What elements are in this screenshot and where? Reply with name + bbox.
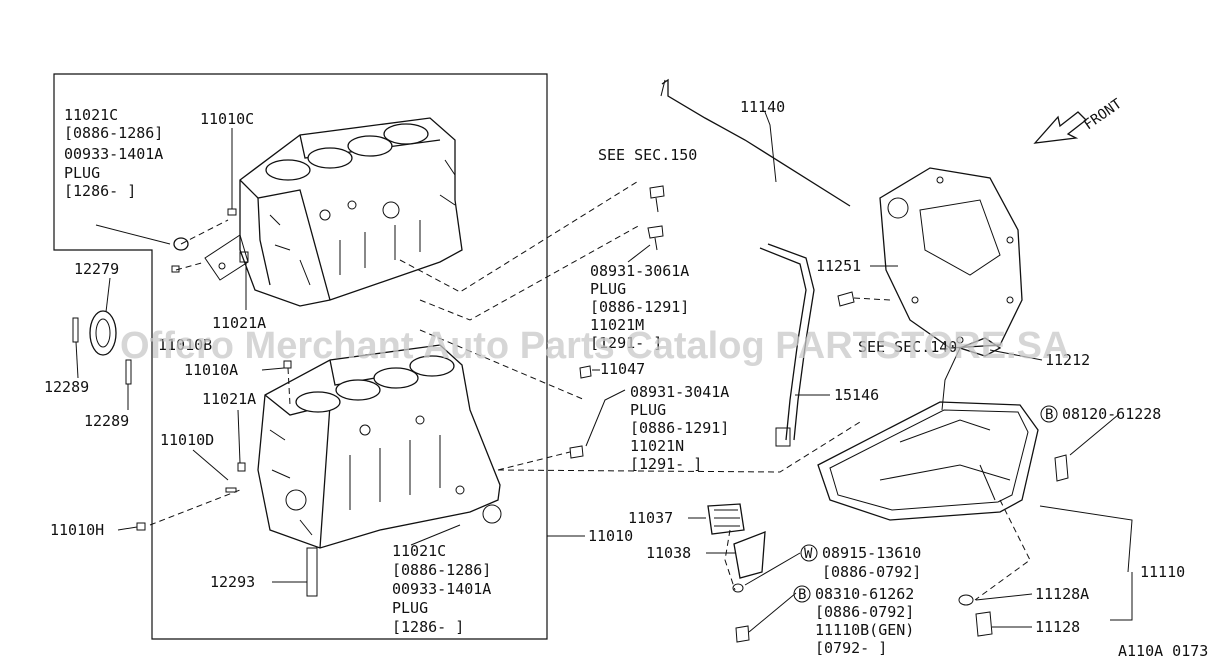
label-see-sec150: SEE SEC.150 bbox=[598, 146, 697, 164]
label-08310-61262: 08310-61262 bbox=[815, 585, 914, 603]
label-date-1286-top: [1286- ] bbox=[64, 182, 136, 200]
oil-pan bbox=[817, 401, 1039, 521]
label-11110: 11110 bbox=[1140, 563, 1185, 581]
label-plug-bot: PLUG bbox=[392, 599, 428, 617]
circle-b1-letter: B bbox=[1045, 407, 1053, 423]
circle-b2-letter: B bbox=[798, 587, 806, 603]
label-date-0886-1291-a: [0886-1291] bbox=[590, 298, 689, 316]
label-11021c-top: 11021C bbox=[64, 106, 118, 124]
label-11010h: 11010H bbox=[50, 521, 104, 539]
circle-w-letter: W bbox=[804, 546, 813, 562]
callout-box-outline bbox=[53, 73, 548, 640]
label-11010b: 11010B bbox=[158, 336, 212, 354]
strainer-parts bbox=[707, 337, 1002, 579]
watermark-text: Offero Merchant Auto Parts Catalog PARTS… bbox=[120, 325, 1069, 367]
label-11021a-mid: 11021A bbox=[202, 390, 256, 408]
label-plug-mid1: PLUG bbox=[590, 280, 626, 298]
label-date-0886-0792-a: [0886-0792] bbox=[822, 563, 921, 581]
oil-level-gauge bbox=[660, 78, 851, 447]
label-plug-mid2: PLUG bbox=[630, 401, 666, 419]
rear-plate bbox=[879, 167, 1023, 349]
label-see-sec140: SEE SEC.140 bbox=[858, 338, 957, 356]
label-11110b-gen: 11110B(GEN) bbox=[815, 621, 914, 639]
label-11047: 11047 bbox=[600, 360, 645, 378]
small-hardware bbox=[72, 185, 1069, 643]
lower-cylinder-block bbox=[257, 344, 502, 549]
leader-lines bbox=[75, 111, 1133, 633]
diagram-id: A110A 0173 bbox=[1118, 642, 1208, 660]
label-08120-61228: 08120-61228 bbox=[1062, 405, 1161, 423]
label-11037: 11037 bbox=[628, 509, 673, 527]
label-15146: 15146 bbox=[834, 386, 879, 404]
label-12289-b: 12289 bbox=[84, 412, 129, 430]
label-date-0886-0792-b: [0886-0792] bbox=[815, 603, 914, 621]
label-date-1291-a: [1291- ] bbox=[590, 334, 662, 352]
label-date-0886-1291-b: [0886-1291] bbox=[630, 419, 729, 437]
front-label: FRONT bbox=[1081, 96, 1125, 134]
front-arrow-icon bbox=[1033, 111, 1087, 144]
label-date-1291-b: [1291- ] bbox=[630, 455, 702, 473]
label-11212: 11212 bbox=[1045, 351, 1090, 369]
label-08931-3061a: 08931-3061A bbox=[590, 262, 689, 280]
label-11021c-bot: 11021C bbox=[392, 542, 446, 560]
label-00933-top: 00933-1401A bbox=[64, 145, 163, 163]
circled-marks bbox=[793, 405, 1058, 603]
label-11038: 11038 bbox=[646, 544, 691, 562]
label-date-0886-1286-bot: [0886-1286] bbox=[392, 561, 491, 579]
label-11128: 11128 bbox=[1035, 618, 1080, 636]
label-11010: 11010 bbox=[588, 527, 633, 545]
label-date-0886-1286-top: [0886-1286] bbox=[64, 124, 163, 142]
label-11128a: 11128A bbox=[1035, 585, 1089, 603]
label-08931-3041a: 08931-3041A bbox=[630, 383, 729, 401]
label-11010c: 11010C bbox=[200, 110, 254, 128]
label-11010a: 11010A bbox=[184, 361, 238, 379]
label-plug-top: PLUG bbox=[64, 164, 100, 182]
label-11251: 11251 bbox=[816, 257, 861, 275]
label-12293: 12293 bbox=[210, 573, 255, 591]
label-11021m: 11021M bbox=[590, 316, 644, 334]
label-11140: 11140 bbox=[740, 98, 785, 116]
label-08915-13610: 08915-13610 bbox=[822, 544, 921, 562]
label-date-1286-bot: [1286- ] bbox=[392, 618, 464, 636]
label-12279: 12279 bbox=[74, 260, 119, 278]
upper-cylinder-block bbox=[204, 117, 463, 307]
label-00933-bot: 00933-1401A bbox=[392, 580, 491, 598]
label-date-0792: [0792- ] bbox=[815, 639, 887, 657]
label-11021n: 11021N bbox=[630, 437, 684, 455]
dashed-reference-lines bbox=[149, 179, 1031, 601]
label-11010d: 11010D bbox=[160, 431, 214, 449]
label-11021a-top: 11021A bbox=[212, 314, 266, 332]
label-12289-a: 12289 bbox=[44, 378, 89, 396]
